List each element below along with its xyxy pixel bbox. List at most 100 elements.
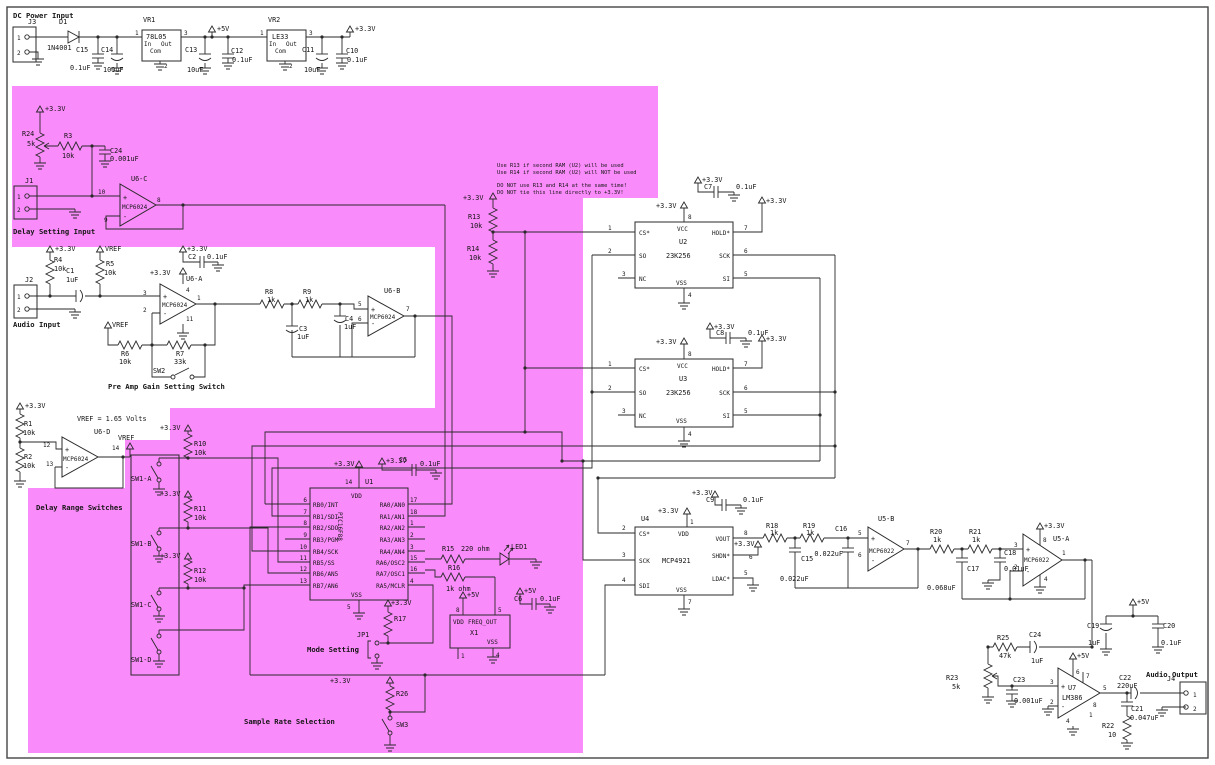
label-net-vref-a: VREF bbox=[105, 245, 121, 253]
junction-28 bbox=[560, 459, 564, 463]
resistor-r6 bbox=[117, 340, 143, 350]
label-u6d-plus: + bbox=[65, 446, 69, 454]
label-vr2-p2: 2 bbox=[289, 63, 293, 70]
label-ref-c13: C13 bbox=[185, 46, 197, 54]
label-ref-c2: C2 bbox=[188, 253, 196, 261]
label-u5b-p6: 6 bbox=[858, 552, 862, 559]
label-ref-r22: R22 bbox=[1102, 722, 1114, 730]
label-u2-so: SO bbox=[639, 253, 647, 260]
label-net-33v-d: +3.3V bbox=[187, 245, 207, 253]
label-net-5v-e: +5V bbox=[1137, 598, 1149, 606]
capacitor-c15-filter bbox=[788, 547, 802, 553]
label-net-33v-q: +3.3V bbox=[766, 197, 786, 205]
label-u1-p1: 1 bbox=[410, 520, 414, 527]
junction-20 bbox=[186, 456, 190, 460]
power-arrow-31 bbox=[1129, 598, 1137, 606]
label-val-u6a: MCP6024 bbox=[162, 302, 188, 309]
label-val-r18: 1k bbox=[770, 529, 778, 537]
potentiometer-r23 bbox=[983, 663, 993, 689]
label-ref-c22: C22 bbox=[1119, 674, 1131, 682]
label-ref-c12: C12 bbox=[231, 47, 243, 55]
power-arrow-1 bbox=[346, 25, 354, 33]
label-ref-vr2: VR2 bbox=[268, 16, 280, 24]
label-u3-so: SO bbox=[639, 390, 647, 397]
label-u6b-plus: + bbox=[371, 306, 375, 314]
label-ref-r14: R14 bbox=[467, 245, 479, 253]
junction-22 bbox=[186, 586, 190, 590]
ic-vr2-le33 bbox=[266, 29, 307, 62]
label-u1-p14: 14 bbox=[345, 479, 353, 486]
label-ref-r8: R8 bbox=[265, 288, 273, 296]
label-u7-plus: + bbox=[1061, 683, 1065, 691]
capacitor-c23 bbox=[1005, 689, 1019, 695]
label-j3-pin1: 1 bbox=[17, 35, 21, 42]
j2-pin2-circle bbox=[24, 306, 30, 312]
label-u4-p1: 1 bbox=[690, 519, 694, 526]
label-val-u5a: MCP6022 bbox=[1024, 557, 1050, 564]
label-net-5v-d: +5V bbox=[1077, 652, 1089, 660]
amp-u7-lm386 bbox=[1057, 667, 1101, 719]
label-val-r4: 10k bbox=[54, 265, 66, 273]
switch-bank-sw1 bbox=[130, 454, 180, 676]
label-ref-u5a: U5-A bbox=[1053, 535, 1069, 543]
label-net-33v-f: +3.3V bbox=[25, 402, 45, 410]
junction-37 bbox=[423, 673, 427, 677]
label-ref-sw1b: SW1-B bbox=[131, 540, 151, 548]
sw1d-bottom bbox=[156, 649, 162, 655]
sw1b-bottom bbox=[156, 546, 162, 552]
label-title-dc-power-input: DC Power Input bbox=[13, 11, 74, 20]
label-val-r24: 5k bbox=[27, 140, 35, 148]
label-vr1-out: Out bbox=[161, 41, 172, 48]
label-ref-c15: C15 bbox=[76, 46, 88, 54]
resistor-r25 bbox=[992, 642, 1018, 652]
label-val-c8: 0.1uF bbox=[748, 329, 768, 337]
label-u3-nc: NC bbox=[639, 413, 647, 420]
label-val-r22: 10 bbox=[1108, 731, 1116, 739]
label-ref-sw1c: SW1-C bbox=[131, 601, 151, 609]
label-ref-r3: R3 bbox=[64, 132, 72, 140]
junction-29 bbox=[581, 459, 585, 463]
label-ref-u3: U3 bbox=[679, 375, 687, 383]
sw1c-top bbox=[156, 590, 162, 596]
label-j4-pin1: 1 bbox=[1193, 692, 1197, 699]
junction-32 bbox=[833, 390, 837, 394]
junction-6 bbox=[340, 35, 344, 39]
capacitor-c14 bbox=[110, 53, 124, 61]
label-u7-p1: 1 bbox=[1089, 712, 1093, 719]
junction-25 bbox=[523, 230, 527, 234]
label-u4-vss: VSS bbox=[676, 587, 687, 594]
ground-34 bbox=[981, 579, 995, 590]
label-u2-sck: SCK bbox=[719, 253, 730, 260]
capacitor-c19 bbox=[1099, 623, 1113, 631]
label-val-r11: 10k bbox=[194, 514, 206, 522]
label-u2-p2: 2 bbox=[608, 248, 612, 255]
junction-13 bbox=[203, 343, 207, 347]
label-ref-c20: C20 bbox=[1163, 622, 1175, 630]
label-ref-r16: R16 bbox=[448, 564, 460, 572]
power-arrow-30 bbox=[1069, 652, 1077, 660]
label-net-33v-s: +3.3V bbox=[714, 323, 734, 331]
capacitor-c7 bbox=[713, 185, 719, 199]
label-u7-p2: 2 bbox=[1050, 699, 1054, 706]
label-val-r21: 1k bbox=[972, 536, 980, 544]
label-val-r13: 10k bbox=[470, 222, 482, 230]
label-u1-rb4: RB4/SCK bbox=[313, 549, 339, 556]
ic-vr1-78l05 bbox=[141, 29, 182, 62]
label-note-ram-4: DO NOT tie this line directly to +3.3V! bbox=[497, 190, 624, 196]
ground-42 bbox=[1120, 739, 1134, 750]
power-arrow-0 bbox=[208, 25, 216, 33]
label-net-33v-a: +3.3V bbox=[355, 25, 375, 33]
label-u3-p6: 6 bbox=[744, 385, 748, 392]
label-title-delay-range-switches: Delay Range Switches bbox=[36, 503, 123, 512]
ground-33 bbox=[734, 504, 748, 515]
capacitor-c13 bbox=[198, 53, 212, 61]
label-val-c6: 0.1uF bbox=[540, 595, 560, 603]
label-note-ram-1: Use R13 if second RAM (U2) will be used bbox=[497, 163, 624, 169]
label-x1-p4: 4 bbox=[496, 652, 500, 659]
label-u6d-p12: 12 bbox=[43, 442, 51, 449]
opamp-u6b bbox=[367, 295, 406, 337]
junction-15 bbox=[290, 302, 294, 306]
label-u2-vcc: VCC bbox=[677, 226, 688, 233]
j2-pin1-circle bbox=[24, 293, 30, 299]
